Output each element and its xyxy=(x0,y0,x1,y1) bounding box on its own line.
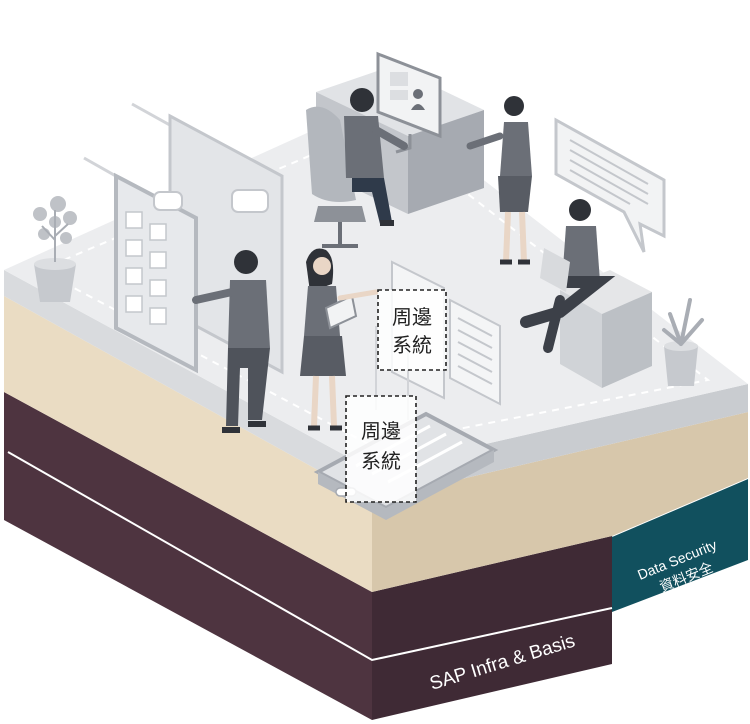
security-layer-face xyxy=(612,478,748,612)
infra-layer-right-face xyxy=(372,536,612,720)
callout-upper-line1: 周邊 xyxy=(392,305,432,329)
sand-layer-right-face xyxy=(372,412,748,592)
woman-with-tablet xyxy=(300,248,379,431)
search-icon xyxy=(153,191,183,211)
monitor-icon xyxy=(376,51,442,154)
infra-layer-trim-line xyxy=(7,451,613,662)
woman-standing-top xyxy=(466,96,532,265)
woman-seated-right xyxy=(520,199,652,388)
callout-peripheral-systems-lower: 周邊 系統 xyxy=(345,395,417,503)
callout-upper-line2: 系統 xyxy=(392,333,432,357)
callout-lower-line2: 系統 xyxy=(361,449,401,473)
platform-left-side xyxy=(4,270,372,500)
desk-scene xyxy=(306,51,484,248)
flower-icon xyxy=(662,298,704,386)
chat-bubble-icon xyxy=(554,117,666,253)
plant-icon xyxy=(33,196,77,302)
callout-peripheral-systems-upper: 周邊 系統 xyxy=(377,289,447,371)
callout-lower-line1: 周邊 xyxy=(361,419,401,443)
sand-layer-left-face xyxy=(4,296,372,592)
man-standing xyxy=(192,250,270,433)
